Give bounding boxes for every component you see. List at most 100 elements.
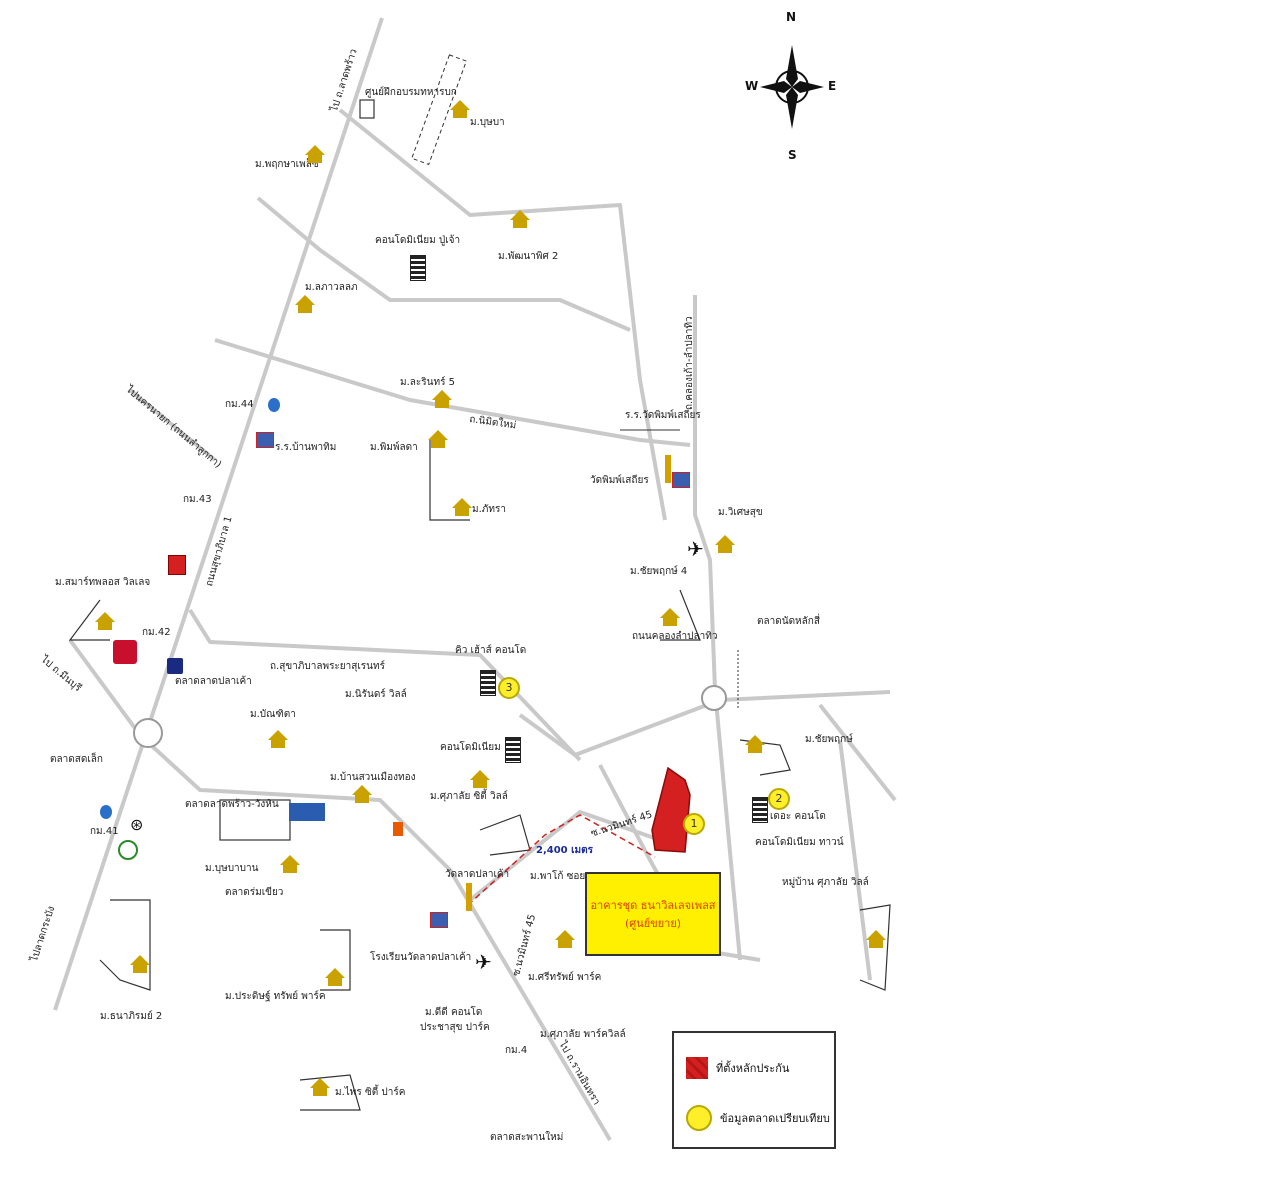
village-icon xyxy=(452,498,472,516)
village-icon xyxy=(660,608,680,626)
roundabout-west xyxy=(133,718,163,748)
place-label: คิว เฮ้าส์ คอนโด xyxy=(455,645,527,656)
school-icon xyxy=(672,472,690,488)
village-icon xyxy=(432,390,452,408)
dashed-plot xyxy=(411,54,467,166)
place-label: ศูนย์ฝึกอบรมทหารบก xyxy=(365,87,457,98)
comparable-marker-1: 1 xyxy=(683,813,705,835)
village-icon xyxy=(352,785,372,803)
bank-icon xyxy=(113,640,137,664)
village-icon xyxy=(310,1078,330,1096)
place-label: ตลาดลาดปลาเค้า xyxy=(175,676,252,687)
map-legend: ที่ตั้งหลักประกัน ข้อมูลตลาดเปรียบเทียบ xyxy=(672,1031,836,1149)
store-icon xyxy=(168,555,186,575)
boundary xyxy=(68,599,110,641)
place-label: หมู่บ้าน ศุภาลัย วิลล์ xyxy=(782,877,869,888)
village-icon xyxy=(280,855,300,873)
legend-label: ข้อมูลตลาดเปรียบเทียบ xyxy=(720,1112,830,1125)
compass-rose xyxy=(760,45,824,129)
school-icon xyxy=(430,912,448,928)
place-label: กม.4 xyxy=(505,1045,528,1056)
place-label: วัดลาดปลาเค้า xyxy=(445,869,510,880)
school-icon xyxy=(256,432,274,448)
road-north xyxy=(338,108,667,521)
place-label: เดอะ คอนโด xyxy=(770,811,826,822)
plot-line-5 xyxy=(299,1074,361,1111)
comparable-marker-2: 2 xyxy=(768,788,790,810)
temple-icon xyxy=(466,883,472,911)
place-label: ร.ร.วัดพิมพ์เสถียร xyxy=(625,410,701,421)
village-icon xyxy=(95,612,115,630)
condominium-icon xyxy=(480,670,496,696)
place-label: ม.ชัยพฤกษ์ xyxy=(805,734,853,745)
road-west-mid xyxy=(256,196,631,332)
place-label: ร.ร.บ้านพาทิม xyxy=(275,442,337,453)
place-label: ม.บัณฑิตา xyxy=(250,709,296,720)
gas-station-icon xyxy=(100,805,112,819)
place-label: ม.บุษบา xyxy=(470,117,505,128)
intersection-icon: ✈ xyxy=(687,537,704,561)
place-label: ม.ประดิษฐ์ ทรัพย์ พาร์ค xyxy=(225,991,326,1002)
place-label: ม.ศุภาลัย ซิตี้ วิลล์ xyxy=(430,791,508,802)
compass-north: N xyxy=(786,10,797,24)
village-icon xyxy=(745,735,765,753)
village-icon xyxy=(450,100,470,118)
road-west-branch xyxy=(128,388,217,462)
place-label: ม.ธนาภิรมย์ 2 xyxy=(100,1011,163,1022)
place-label: ม.ลภาวลลภ xyxy=(305,282,358,293)
road-lower-diagonal xyxy=(68,638,612,1142)
road-east-branch xyxy=(818,703,897,802)
compass-east: E xyxy=(828,79,837,93)
distance-route xyxy=(467,814,656,906)
place-label: ม.บ้านสวนเมืองทอง xyxy=(330,772,416,783)
place-label: วัดพิมพ์เสถียร xyxy=(590,475,649,486)
place-label: ม.สมาร์ทพลอส วิลเลจ xyxy=(55,577,151,588)
village-icon xyxy=(305,145,325,163)
place-label: ตลาดสะพานใหม่ xyxy=(490,1132,564,1143)
road-east-vertical xyxy=(693,295,742,961)
road-east-2 xyxy=(838,739,872,981)
road-label: ถ.คลองเก้า-ลำปลาทิว xyxy=(684,316,695,410)
place-label: ม.บุษบาบาน xyxy=(205,863,259,874)
comparable-marker-3: 3 xyxy=(498,677,520,699)
convenience-store-icon xyxy=(393,822,403,836)
place-label: ม.ศรีทรัพย์ พาร์ค xyxy=(528,972,602,983)
place-label: ตลาดลาดพร้าว-วังหิน xyxy=(185,799,279,810)
place-label: ม.พิมพ์ลดา xyxy=(370,442,418,453)
legend-item-collateral: ที่ตั้งหลักประกัน xyxy=(686,1057,789,1079)
plot-line-6 xyxy=(320,929,351,991)
road-main-diagonal xyxy=(53,17,384,1011)
landmark-icon: ⊛ xyxy=(130,815,144,834)
place-label: ม.พาโก้ ซอย xyxy=(530,871,586,882)
village-icon xyxy=(715,535,735,553)
place-label: ม.พฤกษาเพล็ซ xyxy=(255,159,319,170)
plot-line xyxy=(429,440,470,521)
comparable-swatch xyxy=(686,1105,712,1131)
road-khlong xyxy=(518,690,891,757)
place-label: ประชาสุข ปาร์ค xyxy=(420,1022,490,1033)
collateral-swatch xyxy=(686,1057,708,1079)
place-label: ม.นิรันดร์ วิลล์ xyxy=(345,689,407,700)
store-icon xyxy=(289,803,325,821)
plot-line-4 xyxy=(859,904,891,991)
place-label: ม.วิเศษสุข xyxy=(718,507,763,518)
village-icon xyxy=(470,770,490,788)
subject-property-box: อาคารชุด ธนาวิลเลจเพลส (ศูนย์ขยาย) xyxy=(585,872,721,956)
subject-name: อาคารชุด ธนาวิลเลจเพลส xyxy=(590,899,716,912)
bank-icon xyxy=(167,658,183,674)
place-label: ตลาดสดเล็ก xyxy=(50,754,103,765)
plot-line-3 xyxy=(99,899,151,991)
compass-south: S xyxy=(788,148,797,162)
legend-item-comparable: ข้อมูลตลาดเปรียบเทียบ xyxy=(686,1105,830,1131)
roundabout-east xyxy=(701,685,727,711)
condominium-icon xyxy=(410,255,426,281)
village-icon xyxy=(268,730,288,748)
plot-small xyxy=(359,99,375,119)
road-sukhaphiban xyxy=(188,608,582,762)
compass-west: W xyxy=(745,79,759,93)
place-label: ม.ดีดี คอนโด xyxy=(425,1007,483,1018)
village-icon xyxy=(428,430,448,448)
intersection-icon: ✈ xyxy=(475,950,492,974)
subject-note: (ศูนย์ขยาย) xyxy=(624,917,682,930)
